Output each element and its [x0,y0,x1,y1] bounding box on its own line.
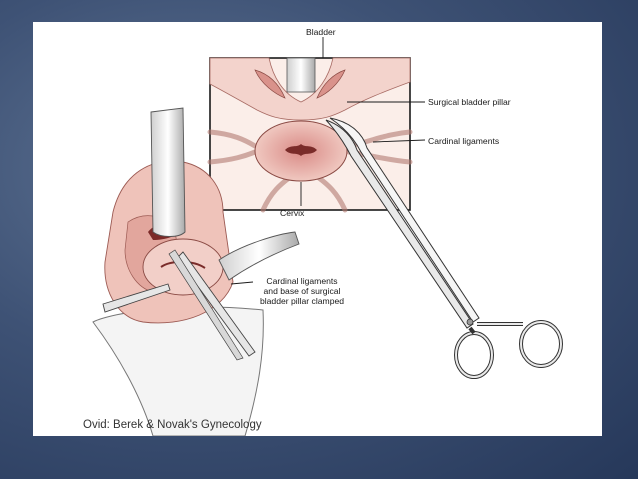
label-clamped-line2: and base of surgical [263,286,341,296]
inset-view [207,57,413,213]
leader-lines [230,37,426,285]
label-clamped-line3: bladder pillar clamped [259,296,345,306]
label-clamped-line1: Cardinal ligaments [266,276,338,286]
label-bladder: Bladder [306,27,336,37]
label-cardinal-ligaments: Cardinal ligaments [428,136,500,146]
label-ligaments-clamped: Cardinal ligaments and base of surgical … [243,276,361,306]
surgical-field [92,107,300,436]
hemostat-clamp [325,117,563,379]
label-surgical-bladder-pillar: Surgical bladder pillar [428,97,511,107]
surgical-illustration [92,37,563,436]
slide-panel: Bladder Surgical bladder pillar Cardinal… [33,22,602,436]
figure-caption: Ovid: Berek & Novak's Gynecology [83,419,262,431]
label-cervix: Cervix [280,208,305,218]
